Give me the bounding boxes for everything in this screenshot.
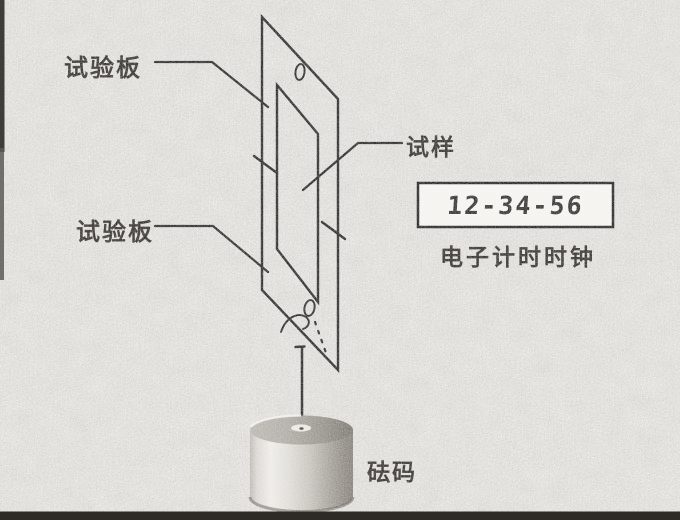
label-test-plate-top: 试验板	[64, 56, 142, 82]
rope-insertion-point	[299, 427, 304, 430]
clock-digits: 12-34-56	[446, 190, 585, 220]
label-test-plate-bottom: 试验板	[76, 220, 154, 246]
label-weight: 砝码	[367, 460, 417, 485]
weight-cylinder	[248, 414, 355, 513]
label-clock-caption: 电子计时时钟	[440, 245, 596, 270]
label-specimen: 试样	[406, 135, 456, 160]
